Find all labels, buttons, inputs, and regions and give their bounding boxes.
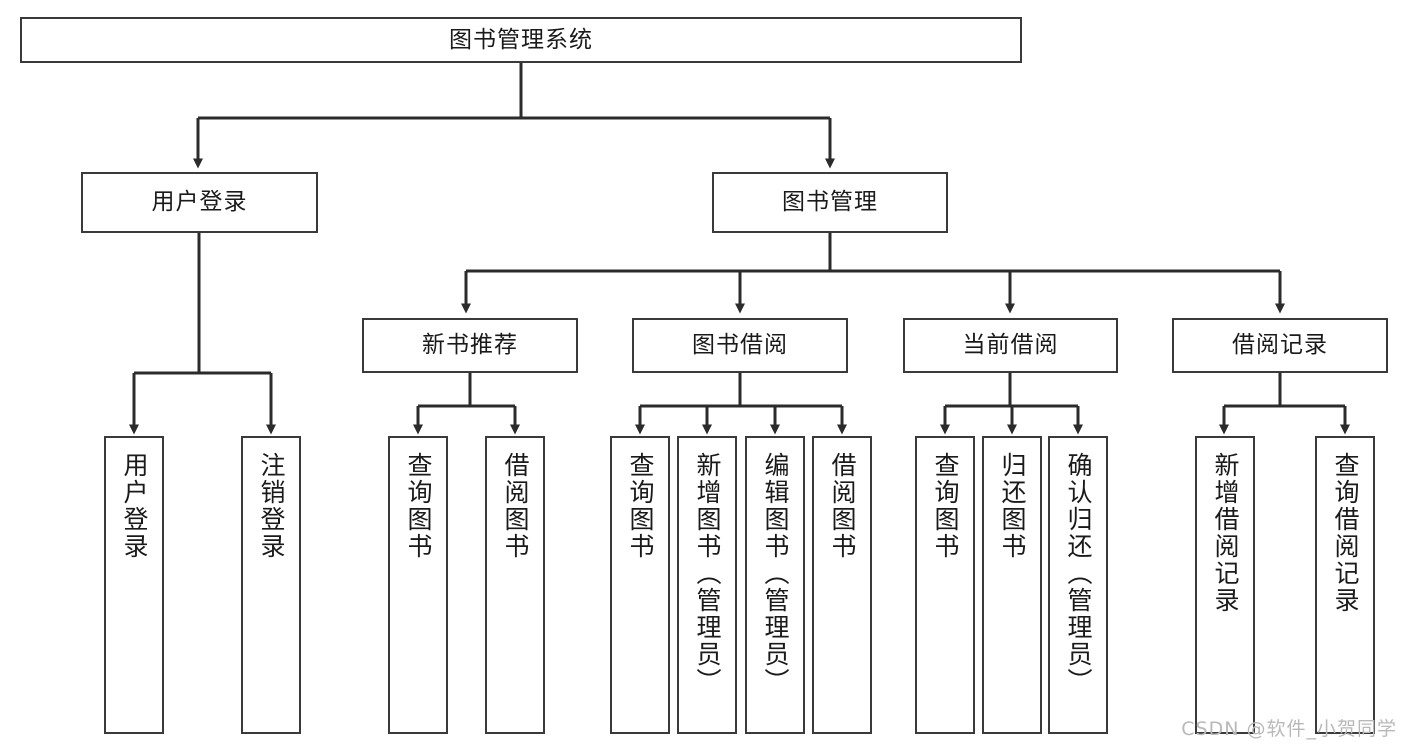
leaf-current-borrow-return[interactable]: 归还图书 (982, 436, 1042, 734)
node-label: 查询图书 (931, 452, 960, 560)
leaf-borrow-record-add[interactable]: 新增借阅记录 (1195, 436, 1255, 734)
node-label: 新增图书（管理员） (693, 452, 722, 695)
leaf-book-borrow-borrow[interactable]: 借阅图书 (812, 436, 872, 734)
node-label: 用户登录 (151, 189, 248, 215)
leaf-book-borrow-add[interactable]: 新增图书（管理员） (677, 436, 737, 734)
leaf-current-borrow-confirm-return[interactable]: 确认归还（管理员） (1048, 436, 1108, 734)
node-label: 新增借阅记录 (1211, 452, 1240, 614)
node-label: 图书借阅 (692, 332, 788, 358)
node-label: 图书管理 (782, 189, 878, 215)
node-label: 借阅图书 (828, 452, 857, 560)
node-label: 新书推荐 (422, 332, 518, 358)
leaf-new-book-borrow[interactable]: 借阅图书 (485, 436, 545, 734)
leaf-user-login-login[interactable]: 用户登录 (104, 436, 164, 734)
node-label: 借阅记录 (1232, 332, 1328, 358)
node-current-borrow[interactable]: 当前借阅 (903, 318, 1118, 373)
node-label: 查询图书 (626, 452, 655, 560)
node-root-system[interactable]: 图书管理系统 (20, 17, 1022, 63)
node-label: 图书管理系统 (449, 26, 593, 53)
node-label: 查询借阅记录 (1331, 452, 1360, 614)
leaf-user-login-logout[interactable]: 注销登录 (241, 436, 301, 734)
node-label: 注销登录 (257, 452, 286, 560)
node-label: 借阅图书 (501, 452, 530, 560)
leaf-new-book-query[interactable]: 查询图书 (388, 436, 448, 734)
node-label: 确认归还（管理员） (1064, 452, 1093, 695)
leaf-current-borrow-query[interactable]: 查询图书 (915, 436, 975, 734)
leaf-borrow-record-query[interactable]: 查询借阅记录 (1315, 436, 1375, 734)
node-label: 编辑图书（管理员） (761, 452, 790, 695)
node-user-login[interactable]: 用户登录 (81, 172, 318, 233)
node-label: 查询图书 (404, 452, 433, 560)
leaf-book-borrow-edit[interactable]: 编辑图书（管理员） (745, 436, 805, 734)
node-label: 归还图书 (998, 452, 1027, 560)
node-borrow-record[interactable]: 借阅记录 (1172, 318, 1388, 373)
node-label: 用户登录 (120, 452, 149, 560)
leaf-book-borrow-query[interactable]: 查询图书 (610, 436, 670, 734)
node-book-management[interactable]: 图书管理 (712, 172, 948, 233)
node-book-borrow[interactable]: 图书借阅 (632, 318, 848, 373)
node-label: 当前借阅 (962, 332, 1059, 358)
node-new-book-recommend[interactable]: 新书推荐 (362, 318, 578, 373)
csdn-watermark: CSDN @软件_小贺同学 (1181, 718, 1397, 740)
